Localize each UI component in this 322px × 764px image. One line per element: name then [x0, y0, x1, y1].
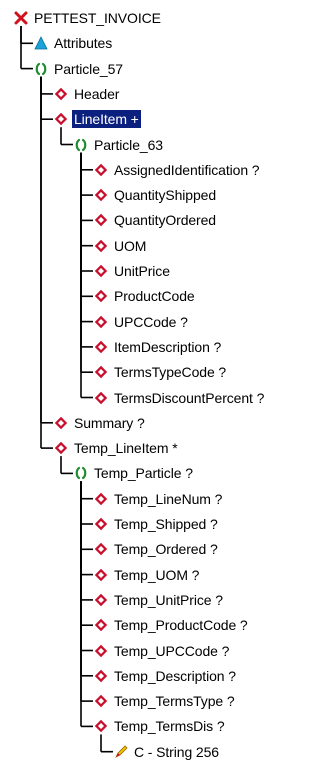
element-diamond-icon — [94, 644, 108, 658]
tree-node-attributes[interactable]: Attributes — [0, 33, 322, 53]
particle-icon — [74, 466, 88, 480]
tree-node-temp-termstype[interactable]: Temp_TermsType ? — [0, 691, 322, 711]
element-diamond-icon — [94, 315, 108, 329]
tree-node-label: AssignedIdentification ? — [114, 161, 260, 178]
tree-node-temp-termsdis[interactable]: Temp_TermsDis ? — [0, 716, 322, 736]
tree-node-label: Temp_ProductCode ? — [114, 617, 248, 634]
tree-node-label: Temp_UOM ? — [114, 566, 200, 583]
tree-node-particle-57[interactable]: Particle_57 — [0, 59, 322, 79]
tree-node-label: Attributes — [54, 35, 113, 52]
tree-node-label: Temp_LineNum ? — [114, 490, 223, 507]
tree-node-label: Temp_Description ? — [114, 667, 236, 684]
element-diamond-icon — [54, 112, 68, 126]
tree-node-label: Temp_LineItem * — [74, 440, 178, 457]
tree-node-lineitem[interactable]: LineItem + — [0, 109, 322, 129]
tree-node-upccode[interactable]: UPCCode ? — [0, 312, 322, 332]
tree-node-c-string-256[interactable]: C - String 256 — [0, 742, 322, 762]
tree-node-quantityordered[interactable]: QuantityOrdered — [0, 210, 322, 230]
tree-node-label: LineItem + — [72, 110, 141, 129]
attributes-triangle-icon — [34, 36, 48, 50]
element-diamond-icon — [94, 542, 108, 556]
tree-node-label: TermsDiscountPercent ? — [114, 389, 265, 406]
tree-node-itemdescription[interactable]: ItemDescription ? — [0, 337, 322, 357]
element-diamond-icon — [94, 391, 108, 405]
tree-node-label: ProductCode — [114, 288, 195, 305]
element-diamond-icon — [94, 365, 108, 379]
element-diamond-icon — [94, 188, 108, 202]
tree-node-temp-lineitem[interactable]: Temp_LineItem * — [0, 438, 322, 458]
element-diamond-icon — [94, 694, 108, 708]
tree-node-temp-shipped[interactable]: Temp_Shipped ? — [0, 514, 322, 534]
tree-node-temp-description[interactable]: Temp_Description ? — [0, 666, 322, 686]
element-diamond-icon — [94, 289, 108, 303]
element-diamond-icon — [94, 568, 108, 582]
element-diamond-icon — [94, 669, 108, 683]
tree-node-unitprice[interactable]: UnitPrice — [0, 261, 322, 281]
tree-node-temp-unitprice[interactable]: Temp_UnitPrice ? — [0, 590, 322, 610]
tree-node-label: Temp_UnitPrice ? — [114, 591, 223, 608]
tree-node-header[interactable]: Header — [0, 84, 322, 104]
tree-node-temp-productcode[interactable]: Temp_ProductCode ? — [0, 615, 322, 635]
tree-node-label: UOM — [114, 237, 147, 254]
tree-node-productcode[interactable]: ProductCode — [0, 286, 322, 306]
tree-node-label: Summary ? — [74, 414, 145, 431]
element-diamond-icon — [94, 213, 108, 227]
tree-node-pettest-invoice[interactable]: PETTEST_INVOICE — [0, 8, 322, 28]
tree-node-label: QuantityShipped — [114, 187, 217, 204]
tree-node-temp-upccode[interactable]: Temp_UPCCode ? — [0, 641, 322, 661]
tree-node-label: UPCCode ? — [114, 313, 188, 330]
tree-node-label: Temp_Shipped ? — [114, 516, 218, 532]
tree-node-label: Temp_Ordered ? — [114, 541, 218, 558]
tree-node-label: Temp_TermsDis ? — [114, 718, 225, 735]
element-diamond-icon — [94, 340, 108, 354]
tree-node-label: UnitPrice — [114, 263, 170, 279]
tree-node-temp-linenum[interactable]: Temp_LineNum ? — [0, 489, 322, 509]
element-diamond-icon — [54, 441, 68, 455]
tree-node-label: Temp_TermsType ? — [114, 693, 235, 710]
element-diamond-icon — [94, 492, 108, 506]
element-diamond-icon — [94, 719, 108, 733]
tree-node-label: PETTEST_INVOICE — [34, 10, 161, 26]
tree-node-label: Temp_UPCCode ? — [114, 642, 230, 659]
element-diamond-icon — [94, 264, 108, 278]
element-diamond-icon — [94, 593, 108, 607]
tree-node-label: Header — [74, 85, 120, 102]
tree-node-particle-63[interactable]: Particle_63 — [0, 135, 322, 155]
element-diamond-icon — [94, 163, 108, 177]
particle-icon — [74, 138, 88, 152]
red-x-icon — [14, 11, 28, 25]
tree-node-termstypecode[interactable]: TermsTypeCode ? — [0, 362, 322, 382]
element-diamond-icon — [94, 239, 108, 253]
tree-node-label: Particle_63 — [94, 136, 163, 153]
tree-node-temp-particle[interactable]: Temp_Particle ? — [0, 463, 322, 483]
element-diamond-icon — [54, 87, 68, 101]
tree-node-label: QuantityOrdered — [114, 212, 216, 229]
particle-icon — [34, 62, 48, 76]
tree-node-label: Temp_Particle ? — [94, 465, 193, 482]
tree-node-summary[interactable]: Summary ? — [0, 413, 322, 433]
tree-node-temp-uom[interactable]: Temp_UOM ? — [0, 565, 322, 585]
element-diamond-icon — [54, 416, 68, 430]
tree-node-label: TermsTypeCode ? — [114, 364, 227, 381]
tree-node-label: C - String 256 — [134, 743, 219, 760]
tree-node-label: ItemDescription ? — [114, 338, 222, 355]
datatype-pencil-icon — [114, 745, 128, 759]
tree-node-termsdiscountpercent[interactable]: TermsDiscountPercent ? — [0, 388, 322, 408]
tree-node-quantityshipped[interactable]: QuantityShipped — [0, 185, 322, 205]
tree-node-temp-ordered[interactable]: Temp_Ordered ? — [0, 539, 322, 559]
tree-node-assignedidentification[interactable]: AssignedIdentification ? — [0, 160, 322, 180]
element-diamond-icon — [94, 618, 108, 632]
tree-node-label: Particle_57 — [54, 60, 123, 77]
element-diamond-icon — [94, 517, 108, 531]
tree-node-uom[interactable]: UOM — [0, 236, 322, 256]
